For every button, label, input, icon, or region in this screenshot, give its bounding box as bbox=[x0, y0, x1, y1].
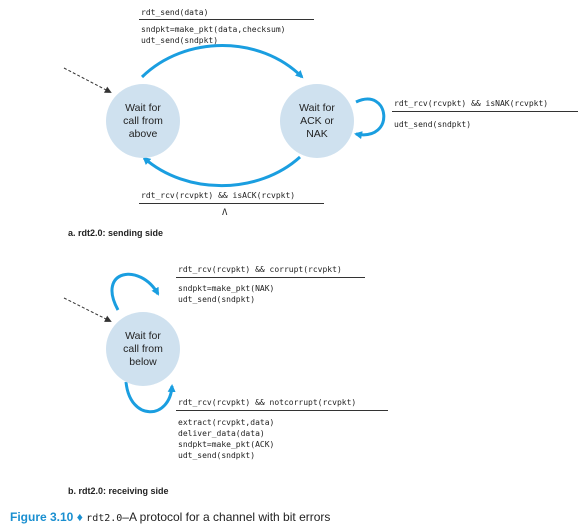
sender-initial-arrow bbox=[63, 67, 112, 93]
sender-bottom-rule bbox=[139, 203, 324, 204]
sender-bottom-event: rdt_rcv(rcvpkt) && isACK(rcvpkt) bbox=[141, 191, 296, 200]
figure-number: Figure 3.10 bbox=[10, 510, 74, 524]
receiver-caption: b. rdt2.0: receiving side bbox=[68, 486, 169, 496]
sender-loop-rule bbox=[392, 111, 578, 112]
receiver-bottom-action-2: deliver_data(data) bbox=[178, 429, 265, 438]
receiver-initial-arrow bbox=[63, 297, 112, 322]
receiver-bottom-action-1: extract(rcvpkt,data) bbox=[178, 418, 275, 427]
sender-top-event: rdt_send(data) bbox=[141, 8, 209, 17]
sender-bottom-action: Λ bbox=[222, 208, 228, 218]
sender-top-rule bbox=[139, 19, 314, 20]
sender-state-wait-call-above-label: Wait for call from above bbox=[123, 101, 163, 140]
sender-state-wait-ack-nak-label: Wait for ACK or NAK bbox=[299, 101, 335, 140]
receiver-state-wait-call-below: Wait for call from below bbox=[106, 312, 180, 386]
sender-nak-loop-arrow bbox=[354, 97, 386, 140]
sender-caption: a. rdt2.0: sending side bbox=[68, 228, 164, 238]
sender-loop-action: udt_send(sndpkt) bbox=[394, 120, 472, 129]
receiver-bottom-action-3: sndpkt=make_pkt(ACK) bbox=[178, 440, 275, 449]
receiver-top-action-1: sndpkt=make_pkt(NAK) bbox=[178, 284, 275, 293]
receiver-top-rule bbox=[176, 277, 365, 278]
receiver-top-action-2: udt_send(sndpkt) bbox=[178, 295, 256, 304]
receiver-corrupt-loop-arrow bbox=[110, 272, 160, 311]
receiver-top-event: rdt_rcv(rcvpkt) && corrupt(rcvpkt) bbox=[178, 265, 342, 274]
figure-caption: Figure 3.10 ♦ rdt2.0–A protocol for a ch… bbox=[10, 510, 330, 524]
receiver-bottom-event: rdt_rcv(rcvpkt) && notcorrupt(rcvpkt) bbox=[178, 398, 357, 407]
receiver-bottom-action-4: udt_send(sndpkt) bbox=[178, 451, 256, 460]
receiver-bottom-rule bbox=[176, 410, 388, 411]
figure-code: rdt2.0 bbox=[86, 513, 123, 524]
sender-state-wait-call-above: Wait for call from above bbox=[106, 84, 180, 158]
sender-state-wait-ack-nak: Wait for ACK or NAK bbox=[280, 84, 354, 158]
figure-separator: ♦ bbox=[76, 510, 83, 524]
figure-description: –A protocol for a channel with bit error… bbox=[122, 510, 331, 524]
receiver-state-wait-call-below-label: Wait for call from below bbox=[123, 329, 163, 368]
sender-ack-arrow bbox=[142, 155, 302, 188]
sender-send-arrow bbox=[140, 44, 304, 79]
sender-top-action-1: sndpkt=make_pkt(data,checksum) bbox=[141, 25, 286, 34]
sender-loop-event: rdt_rcv(rcvpkt) && isNAK(rcvpkt) bbox=[394, 99, 549, 108]
sender-top-action-2: udt_send(sndpkt) bbox=[141, 36, 219, 45]
receiver-notcorrupt-loop-arrow bbox=[124, 381, 176, 414]
